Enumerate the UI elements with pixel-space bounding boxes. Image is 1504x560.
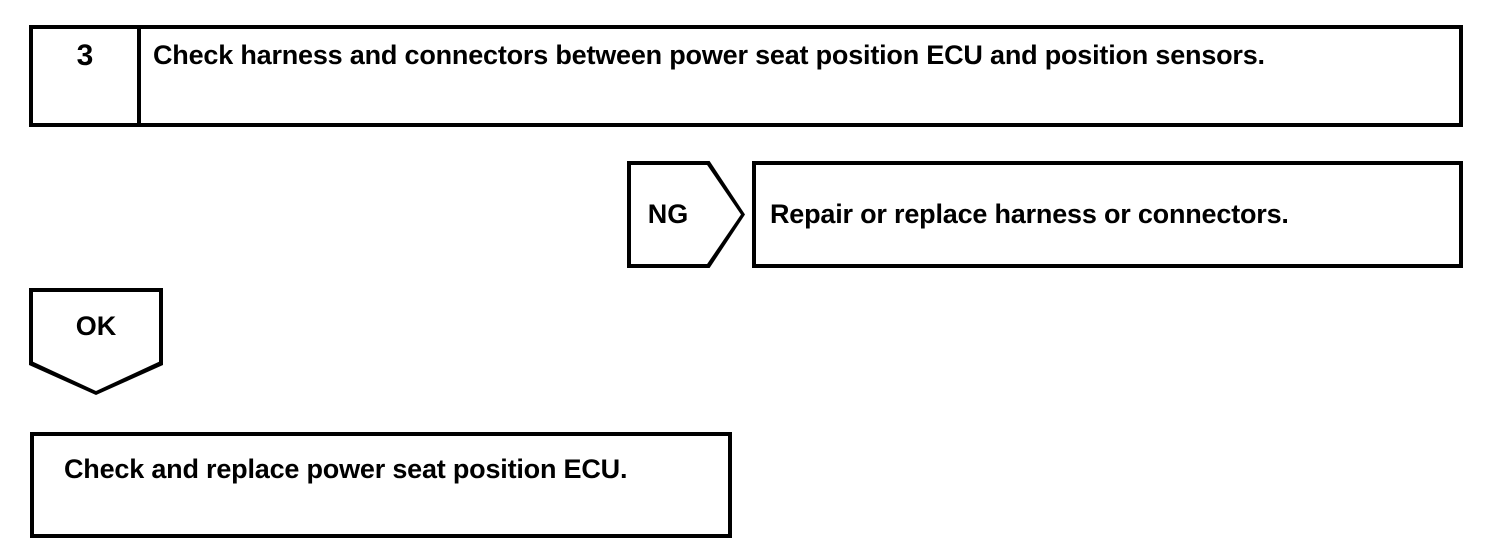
ok-label: OK	[75, 310, 117, 341]
step-number: 3	[76, 39, 94, 72]
ecu-action-text: Check and replace power seat position EC…	[64, 454, 628, 484]
result-tag-ng: NG	[627, 161, 745, 268]
step-box: 3 Check harness and connectors between p…	[29, 25, 1463, 127]
step-instruction-text: Check harness and connectors between pow…	[153, 40, 1265, 70]
step-instruction-cell: Check harness and connectors between pow…	[141, 29, 1459, 123]
action-box-ecu: Check and replace power seat position EC…	[30, 432, 732, 538]
repair-action-text: Repair or replace harness or connectors.	[770, 198, 1289, 229]
result-tag-ok: OK	[29, 288, 163, 395]
step-number-cell: 3	[33, 29, 141, 123]
ng-label: NG	[647, 199, 689, 229]
action-box-repair: Repair or replace harness or connectors.	[752, 161, 1463, 268]
